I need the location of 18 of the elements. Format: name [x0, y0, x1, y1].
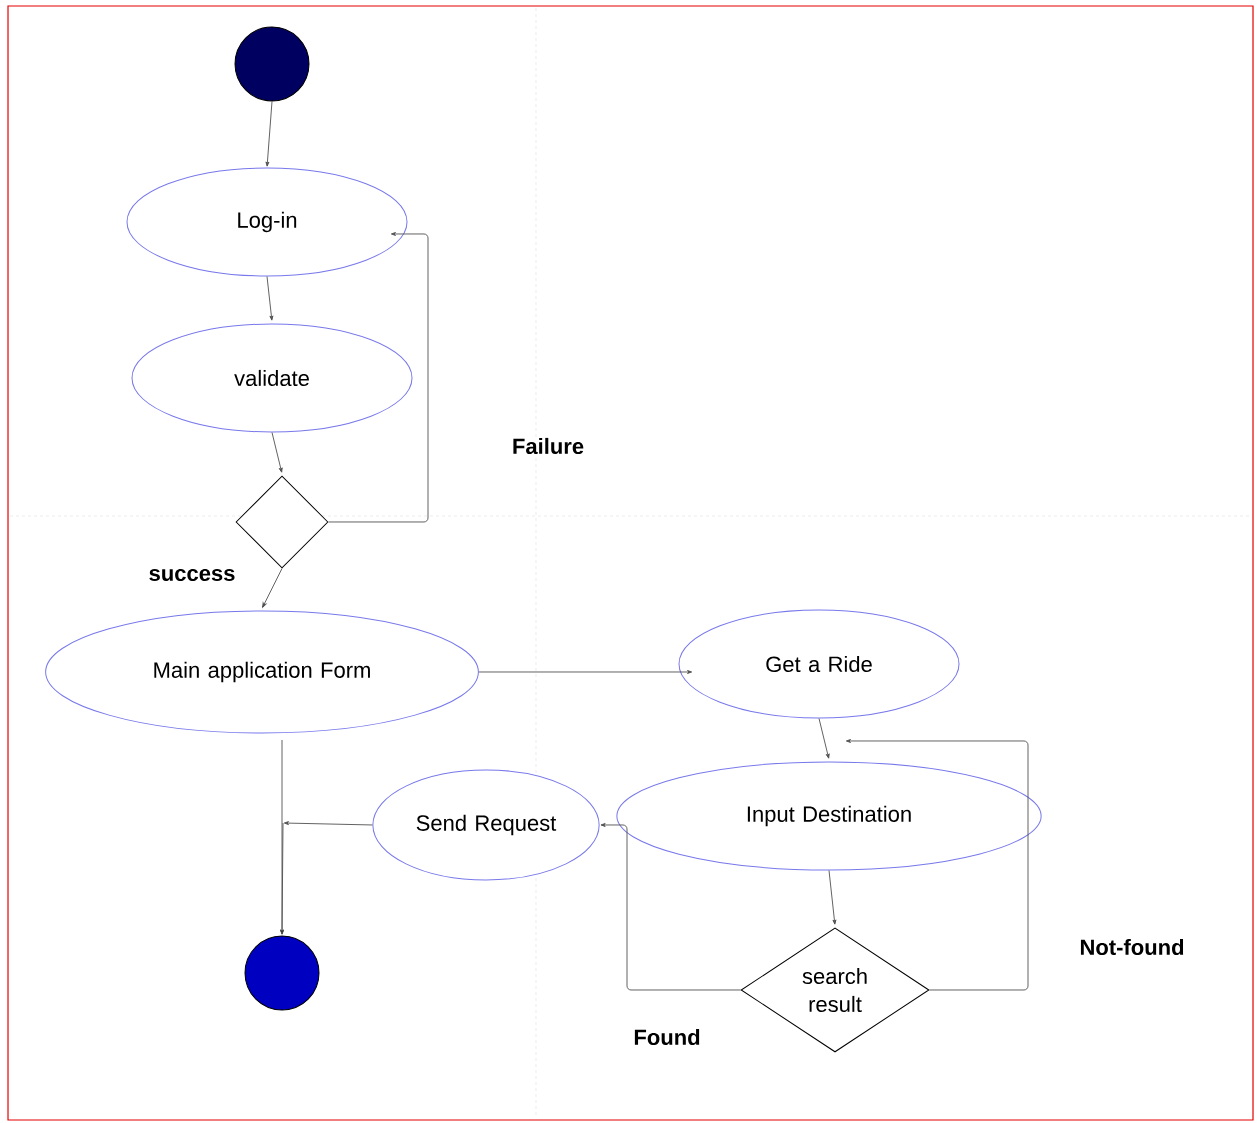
edge-label: Not-found — [1078, 937, 1186, 957]
arrow — [266, 276, 274, 321]
arrow — [265, 101, 273, 167]
arrow — [271, 432, 283, 473]
edge-label: success — [147, 567, 237, 582]
arrow — [828, 870, 837, 925]
decision-diamond — [235, 475, 329, 569]
arrow — [328, 232, 429, 523]
state-circle — [244, 935, 320, 1011]
arrow — [845, 739, 1029, 991]
arrow — [818, 718, 830, 759]
edge-label: Found — [632, 1027, 702, 1047]
arrow — [262, 568, 283, 608]
edge-label: Failure — [510, 436, 586, 456]
arrow — [280, 821, 373, 935]
state-circle — [234, 26, 310, 102]
arrow — [600, 823, 741, 991]
arrow — [478, 670, 693, 674]
